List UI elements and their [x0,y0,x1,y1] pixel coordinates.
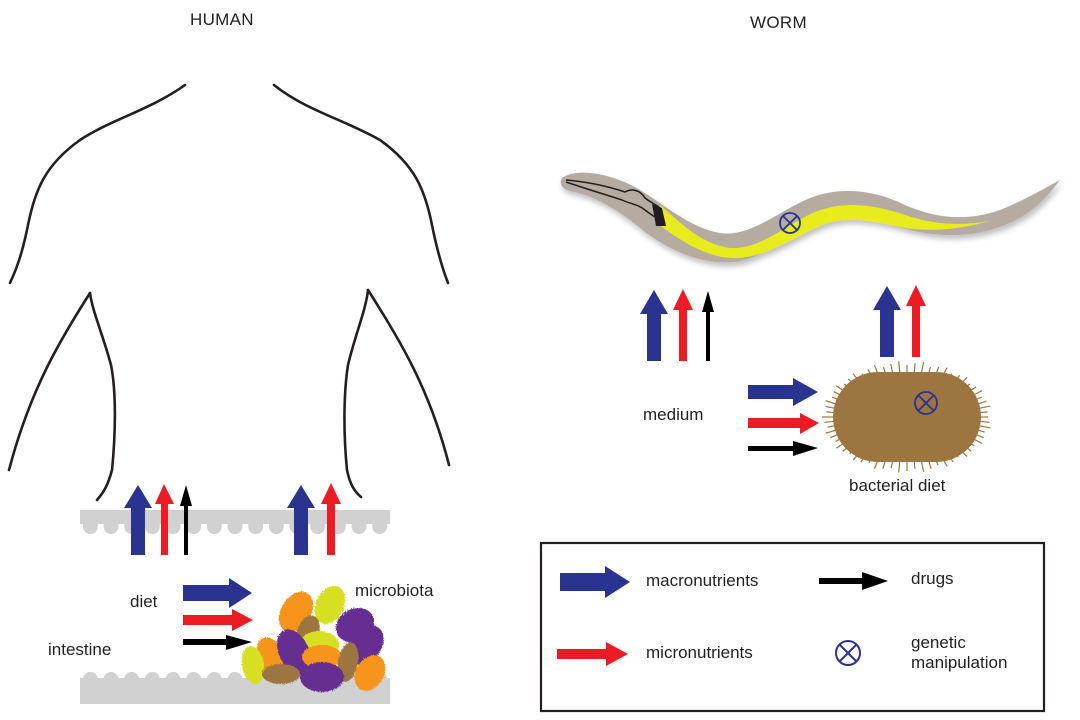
bacterium-spike [898,361,901,373]
villus [351,518,367,534]
micronutrient-arrow-up [155,484,174,555]
legend-label-genetic-manipulation: genetic manipulation [911,633,1007,672]
bacterium-spike [913,363,916,373]
legend-label-macronutrients: macronutrients [646,571,759,590]
villus [103,518,119,534]
human-body-outline [7,83,451,502]
drug-arrow-right [183,635,252,650]
villus [227,672,243,688]
villus [310,518,326,534]
diet-arrows [183,578,253,650]
villus [82,672,98,688]
worm-pharynx [565,179,661,219]
worm [560,172,1060,263]
villus [165,672,181,688]
worm-collar [652,204,666,226]
bacterium-spike [890,363,894,373]
human-absorption-arrows-left [124,484,192,555]
legend-label-micronutrients: micronutrients [646,643,753,662]
drug-arrow-up [702,291,714,361]
bacterial-diet-label: bacterial diet [849,476,946,495]
villus [144,672,160,688]
legend [539,541,1046,713]
villus [206,518,222,534]
bacterium-spike [980,411,988,414]
bacterium-body [833,372,981,462]
villus [248,518,264,534]
villus [124,672,140,688]
villus [206,672,222,688]
macronutrient-arrow-up [124,485,152,555]
drug-arrow-up [180,485,192,555]
left-torso-line [88,291,117,502]
micronutrient-arrow-up [906,285,926,357]
macronutrient-arrow-right [183,578,252,608]
left-arm-outer [7,291,92,472]
diet-label: diet [130,592,158,611]
villus [144,518,160,534]
villus [82,518,98,534]
bacterium [822,361,991,473]
bacterium-genetic-manipulation-icon [914,391,938,415]
human-panel-title: HUMAN [190,10,254,29]
macronutrient-arrow-right [748,378,818,406]
worm-panel-title: WORM [750,13,807,32]
villus [165,518,181,534]
bacterium-spike [920,361,925,373]
bacterium-spike [980,420,990,423]
bacterium-spike [825,429,837,434]
bacterium-spike [824,420,834,423]
legend-label-genetic-line1: genetic [911,633,966,652]
microbiota-cluster [241,585,386,692]
right-torso-line [343,288,370,499]
left-shoulder-line [8,83,187,285]
bacterium-spike [825,400,837,405]
microbiota-label: microbiota [355,581,434,600]
villus [186,672,202,688]
drug-arrow-right [748,441,818,456]
legend-label-genetic-line2: manipulation [911,652,1008,672]
legend-label-drugs: drugs [911,569,954,588]
legend-frame [539,541,1046,713]
medium-label: medium [643,405,704,424]
bacterium-spike [825,405,835,409]
bacterium-spike [898,461,901,473]
worm-gut [655,204,990,258]
villus [186,518,202,534]
bacterium-spike [913,461,916,469]
legend-drug-arrow [819,572,888,590]
villus [268,518,284,534]
bacterium-spike [826,411,834,414]
micronutrient-arrow-up [673,289,693,361]
villus [103,672,119,688]
legend-macronutrient-arrow [560,566,630,598]
macronutrient-arrow-up [640,290,668,361]
villus [227,518,243,534]
lower-intestine-wall [80,672,390,704]
right-shoulder-line [272,83,450,285]
bacterium-spike [890,461,894,469]
worm-medium-arrows-up [640,289,714,361]
worm-genetic-manipulation-icon [779,212,801,234]
bacterium-spike [920,461,925,473]
micronutrient-arrow-right [183,609,253,631]
bacterium-spike [979,405,991,409]
bacterium-spike [977,400,987,405]
macronutrient-arrow-up [287,485,315,555]
medium-arrows [748,378,819,456]
worm-bacteria-arrows-up [873,285,926,357]
villus [372,518,388,534]
right-arm-outer [366,288,451,467]
human-absorption-arrows-right [287,483,341,555]
bacterium-spike [979,425,991,429]
legend-micronutrient-arrow [557,642,628,666]
bacterium-spike [827,425,835,428]
legend-genetic-manipulation-icon [835,640,861,666]
micronutrient-arrow-right [748,413,819,434]
macronutrient-arrow-up [873,286,901,357]
micronutrient-arrow-up [321,483,341,555]
intestine-label: intestine [48,640,112,659]
upper-intestine-wall [80,510,390,534]
